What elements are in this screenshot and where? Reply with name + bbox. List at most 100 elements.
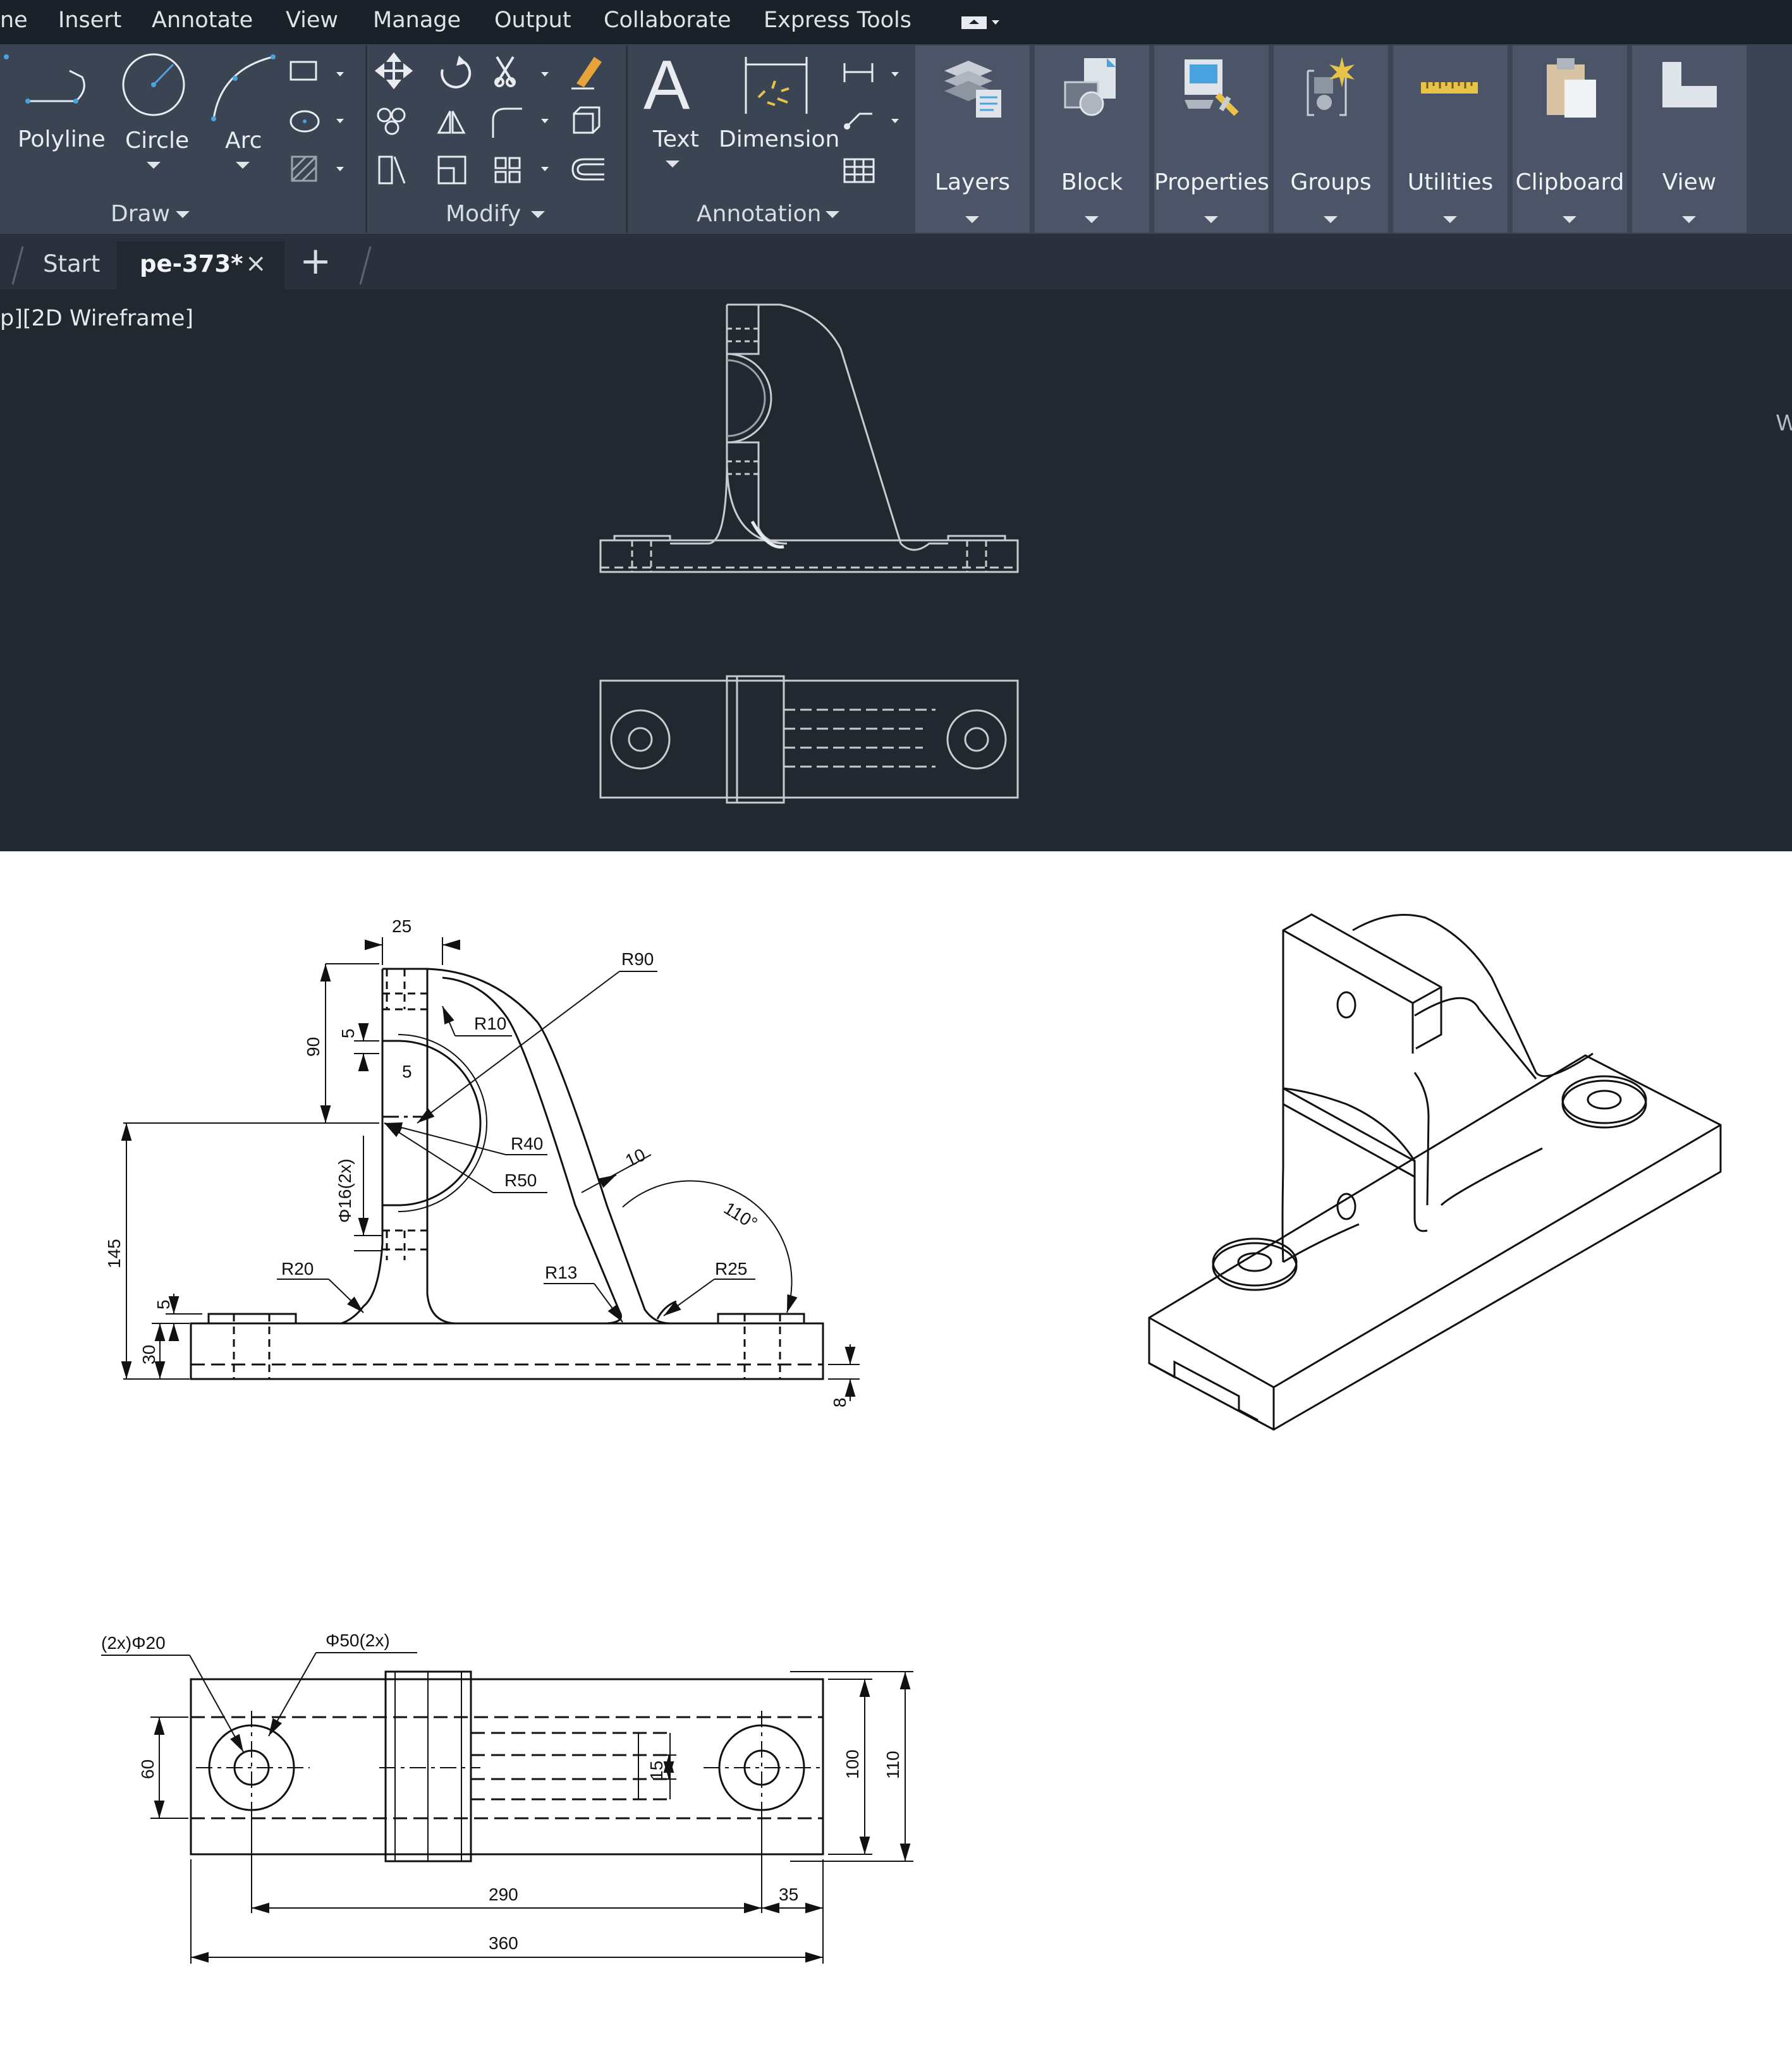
view-panel[interactable]: View — [1632, 46, 1746, 233]
layers-icon — [944, 61, 1001, 118]
block-icon — [1064, 58, 1116, 116]
properties-icon — [1185, 59, 1239, 116]
front-dim-text: 25 R90 R10 90 5 5 R40 R50 10 110° Φ16(2x… — [104, 916, 850, 1407]
menu-insert[interactable]: Insert — [58, 8, 122, 33]
array-icon[interactable] — [494, 157, 549, 183]
menu-home[interactable]: ne — [0, 8, 28, 33]
rectangle-icon[interactable] — [290, 61, 344, 81]
move-icon[interactable] — [374, 52, 413, 90]
properties-panel[interactable]: Properties — [1154, 46, 1269, 233]
ellipse-icon[interactable] — [290, 110, 344, 133]
stretch-icon[interactable] — [378, 155, 406, 185]
dim-360: 360 — [489, 1933, 518, 1953]
top-view — [190, 1670, 824, 1862]
groups-expand-icon[interactable] — [1324, 216, 1338, 223]
rotate-icon[interactable] — [441, 56, 472, 88]
block-expand-icon[interactable] — [1085, 216, 1099, 223]
utilities-panel[interactable]: Utilities — [1393, 46, 1508, 233]
layers-expand-icon[interactable] — [965, 216, 979, 223]
groups-panel[interactable]: Groups — [1274, 46, 1388, 233]
properties-label: Properties — [1154, 169, 1269, 195]
polyline-icon[interactable] — [4, 54, 85, 104]
dim-r50: R50 — [504, 1170, 537, 1190]
circle-dropdown-icon[interactable] — [147, 162, 161, 169]
menu-manage[interactable]: Manage — [373, 8, 461, 33]
modify-panel-title[interactable]: Modify — [446, 201, 521, 227]
dim-8: 8 — [830, 1397, 850, 1407]
linear-dimension-icon[interactable] — [843, 63, 899, 82]
dim-r40: R40 — [511, 1134, 543, 1153]
tab-drawing-label: pe-373* — [140, 250, 243, 277]
tab-drawing[interactable]: pe-373* × — [117, 241, 284, 289]
utilities-expand-icon[interactable] — [1443, 216, 1457, 223]
clipboard-label: Clipboard — [1515, 169, 1624, 195]
menu-express-tools[interactable]: Express Tools — [764, 8, 912, 33]
annotation-panel-title[interactable]: Annotation — [697, 201, 822, 227]
layers-panel[interactable]: Layers — [915, 46, 1030, 233]
utilities-label: Utilities — [1407, 169, 1494, 195]
dim-5-top: 5 — [338, 1028, 358, 1038]
hatch-icon[interactable] — [291, 155, 344, 182]
explode-icon[interactable] — [573, 106, 600, 134]
close-icon[interactable]: × — [245, 249, 267, 278]
cad-top-view — [599, 675, 1019, 804]
tab-start[interactable]: Start — [43, 250, 101, 277]
dim-r25: R25 — [715, 1259, 747, 1279]
block-panel[interactable]: Block — [1035, 46, 1149, 233]
scale-icon[interactable] — [437, 155, 466, 185]
top-dim-text: (2x)Φ20 Φ50(2x) 60 15 100 110 290 35 360 — [101, 1631, 903, 1953]
clipboard-expand-icon[interactable] — [1563, 216, 1576, 223]
mirror-icon[interactable] — [437, 111, 466, 134]
add-tab-icon[interactable]: + — [300, 239, 332, 283]
dim-r90: R90 — [621, 949, 654, 969]
fillet-icon[interactable] — [492, 107, 549, 138]
circle-label[interactable]: Circle — [125, 128, 190, 154]
polyline-label[interactable]: Polyline — [18, 126, 106, 152]
dim-15: 15 — [647, 1761, 666, 1780]
view-expand-icon[interactable] — [1682, 216, 1696, 223]
dimension-label[interactable]: Dimension — [719, 126, 840, 152]
engineering-drawing: 25 R90 R10 90 5 5 R40 R50 10 110° Φ16(2x… — [101, 913, 1722, 1964]
isometric-view — [1148, 913, 1722, 1431]
properties-expand-icon[interactable] — [1204, 216, 1218, 223]
circle-icon[interactable] — [122, 53, 185, 116]
text-label[interactable]: Text — [653, 126, 699, 152]
arc-label[interactable]: Arc — [225, 128, 262, 154]
dim-100: 100 — [843, 1749, 862, 1779]
ruler-icon — [1421, 82, 1478, 94]
draw-panel-expand-icon[interactable] — [176, 211, 190, 218]
draw-panel-title[interactable]: Draw — [111, 201, 171, 227]
front-view — [190, 968, 824, 1380]
dim-110: 110 — [883, 1751, 903, 1779]
view-icon — [1662, 62, 1717, 107]
dimension-icon[interactable] — [745, 57, 808, 114]
front-dimensions — [121, 937, 860, 1401]
arc-icon[interactable] — [211, 54, 276, 121]
dim-30: 30 — [139, 1345, 159, 1364]
trim-icon[interactable] — [494, 56, 549, 87]
offset-icon[interactable] — [571, 158, 604, 181]
copy-icon[interactable] — [377, 107, 406, 135]
text-icon[interactable]: A — [643, 46, 690, 124]
leader-icon[interactable] — [844, 112, 899, 130]
clipboard-panel[interactable]: Clipboard — [1513, 46, 1627, 233]
modify-panel-expand-icon[interactable] — [531, 211, 545, 218]
block-label: Block — [1061, 169, 1123, 195]
menu-view[interactable]: View — [286, 8, 339, 33]
erase-icon[interactable] — [571, 57, 602, 90]
table-icon[interactable] — [843, 158, 875, 183]
menu-collaborate[interactable]: Collaborate — [604, 8, 731, 33]
viewcube-edge-label: W — [1776, 410, 1792, 435]
dim-phi50-2x: Φ50(2x) — [326, 1631, 390, 1650]
annotation-panel-expand-icon[interactable] — [826, 211, 839, 218]
dim-2x-phi20: (2x)Φ20 — [101, 1633, 166, 1653]
dim-290: 290 — [489, 1885, 518, 1904]
ribbon-tool-icons: A — [4, 46, 899, 185]
ribbon-toggle-icon[interactable] — [958, 14, 1002, 32]
menu-annotate[interactable]: Annotate — [152, 8, 253, 33]
menu-output[interactable]: Output — [494, 8, 571, 33]
text-dropdown-icon[interactable] — [666, 161, 680, 167]
viewport-controls[interactable]: p][2D Wireframe] — [0, 306, 194, 331]
arc-dropdown-icon[interactable] — [236, 162, 250, 169]
model-space-canvas[interactable] — [0, 291, 1792, 851]
